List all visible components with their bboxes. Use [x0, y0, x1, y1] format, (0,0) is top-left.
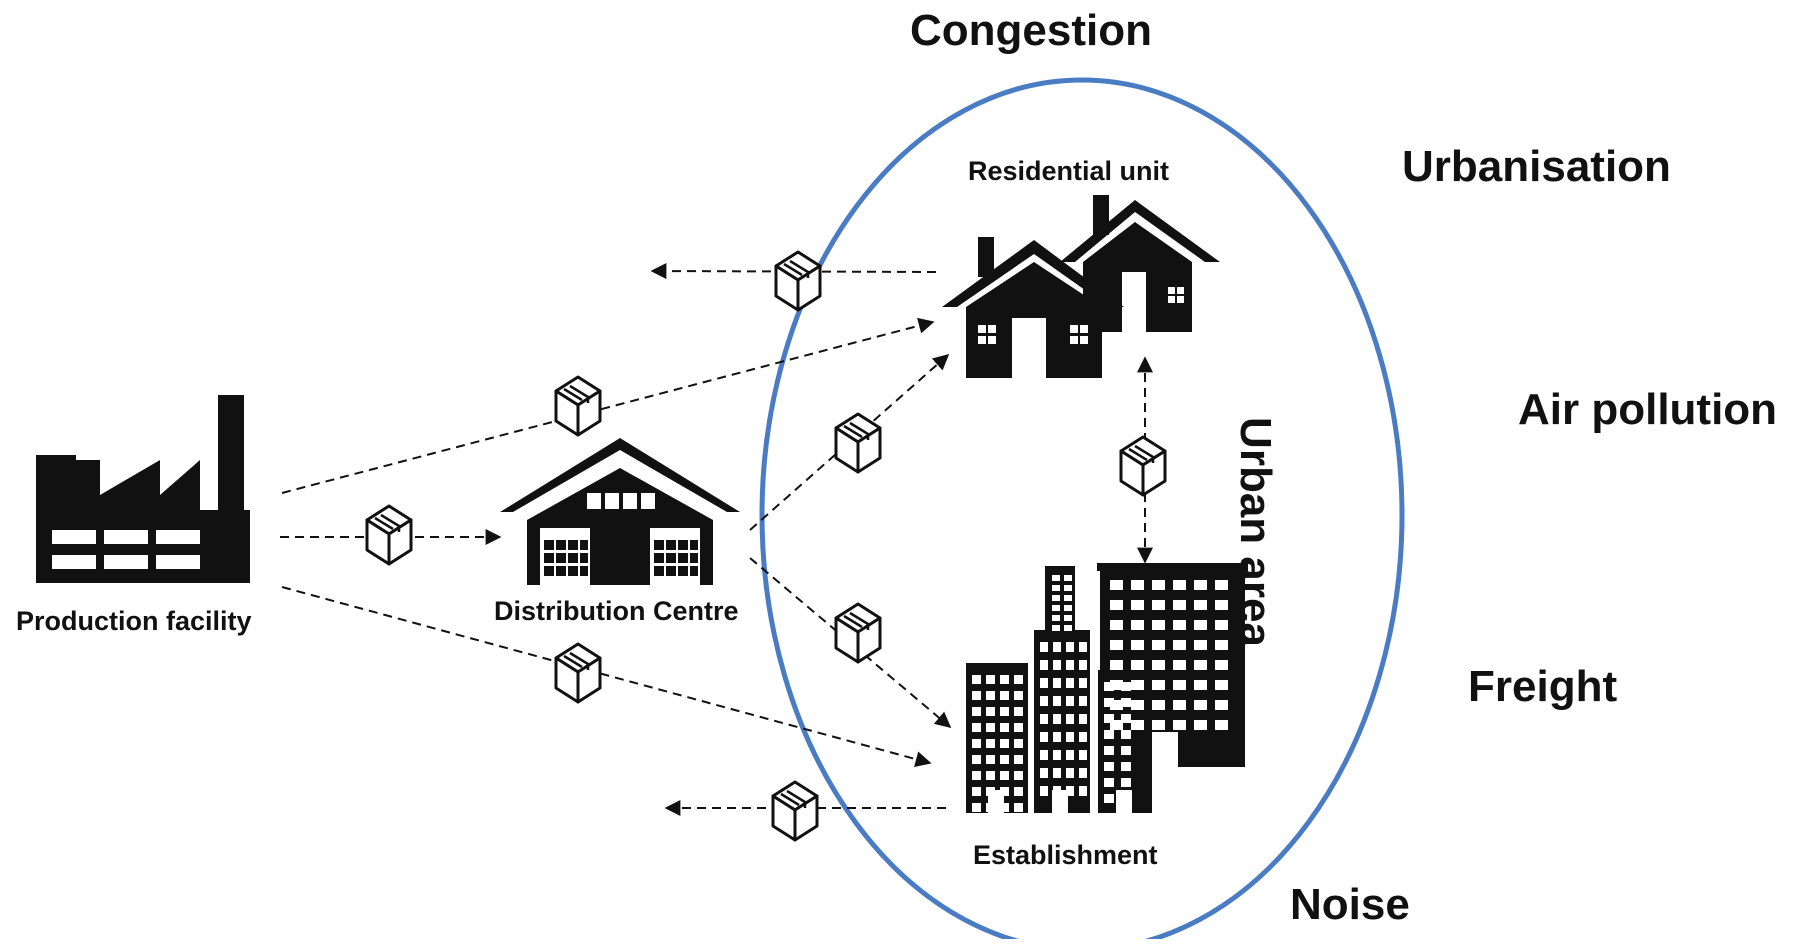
term-freight: Freight: [1468, 662, 1618, 711]
parcel-box-icon: [771, 780, 819, 842]
label-establishment: Establishment: [973, 840, 1158, 870]
parcel-box-icon: [1119, 435, 1167, 497]
label-distribution-centre: Distribution Centre: [494, 596, 739, 626]
term-air-pollution: Air pollution: [1518, 385, 1778, 434]
label-urban-area: Urban area: [1231, 417, 1280, 647]
factory-icon: [36, 395, 250, 583]
term-noise: Noise: [1290, 880, 1410, 929]
term-urbanisation: Urbanisation: [1402, 142, 1671, 191]
warehouse-icon: [500, 438, 740, 585]
urban-area-ellipse: [759, 77, 1405, 944]
parcel-box-icon: [774, 250, 822, 312]
parcel-box-icon: [365, 504, 413, 566]
parcel-box-icon: [834, 602, 882, 664]
parcel-box-icon: [834, 412, 882, 474]
parcel-box-icon: [554, 642, 602, 704]
arrow-factory-to-residential: [281, 317, 935, 494]
label-production-facility: Production facility: [16, 606, 252, 636]
term-congestion: Congestion: [910, 6, 1152, 55]
houses-icon: [942, 195, 1220, 378]
parcel-box-icon: [554, 375, 602, 437]
arrow-dc-to-establishment: [749, 557, 952, 729]
label-residential-unit: Residential unit: [968, 156, 1170, 186]
arrow-factory-to-establishment: [281, 586, 932, 767]
